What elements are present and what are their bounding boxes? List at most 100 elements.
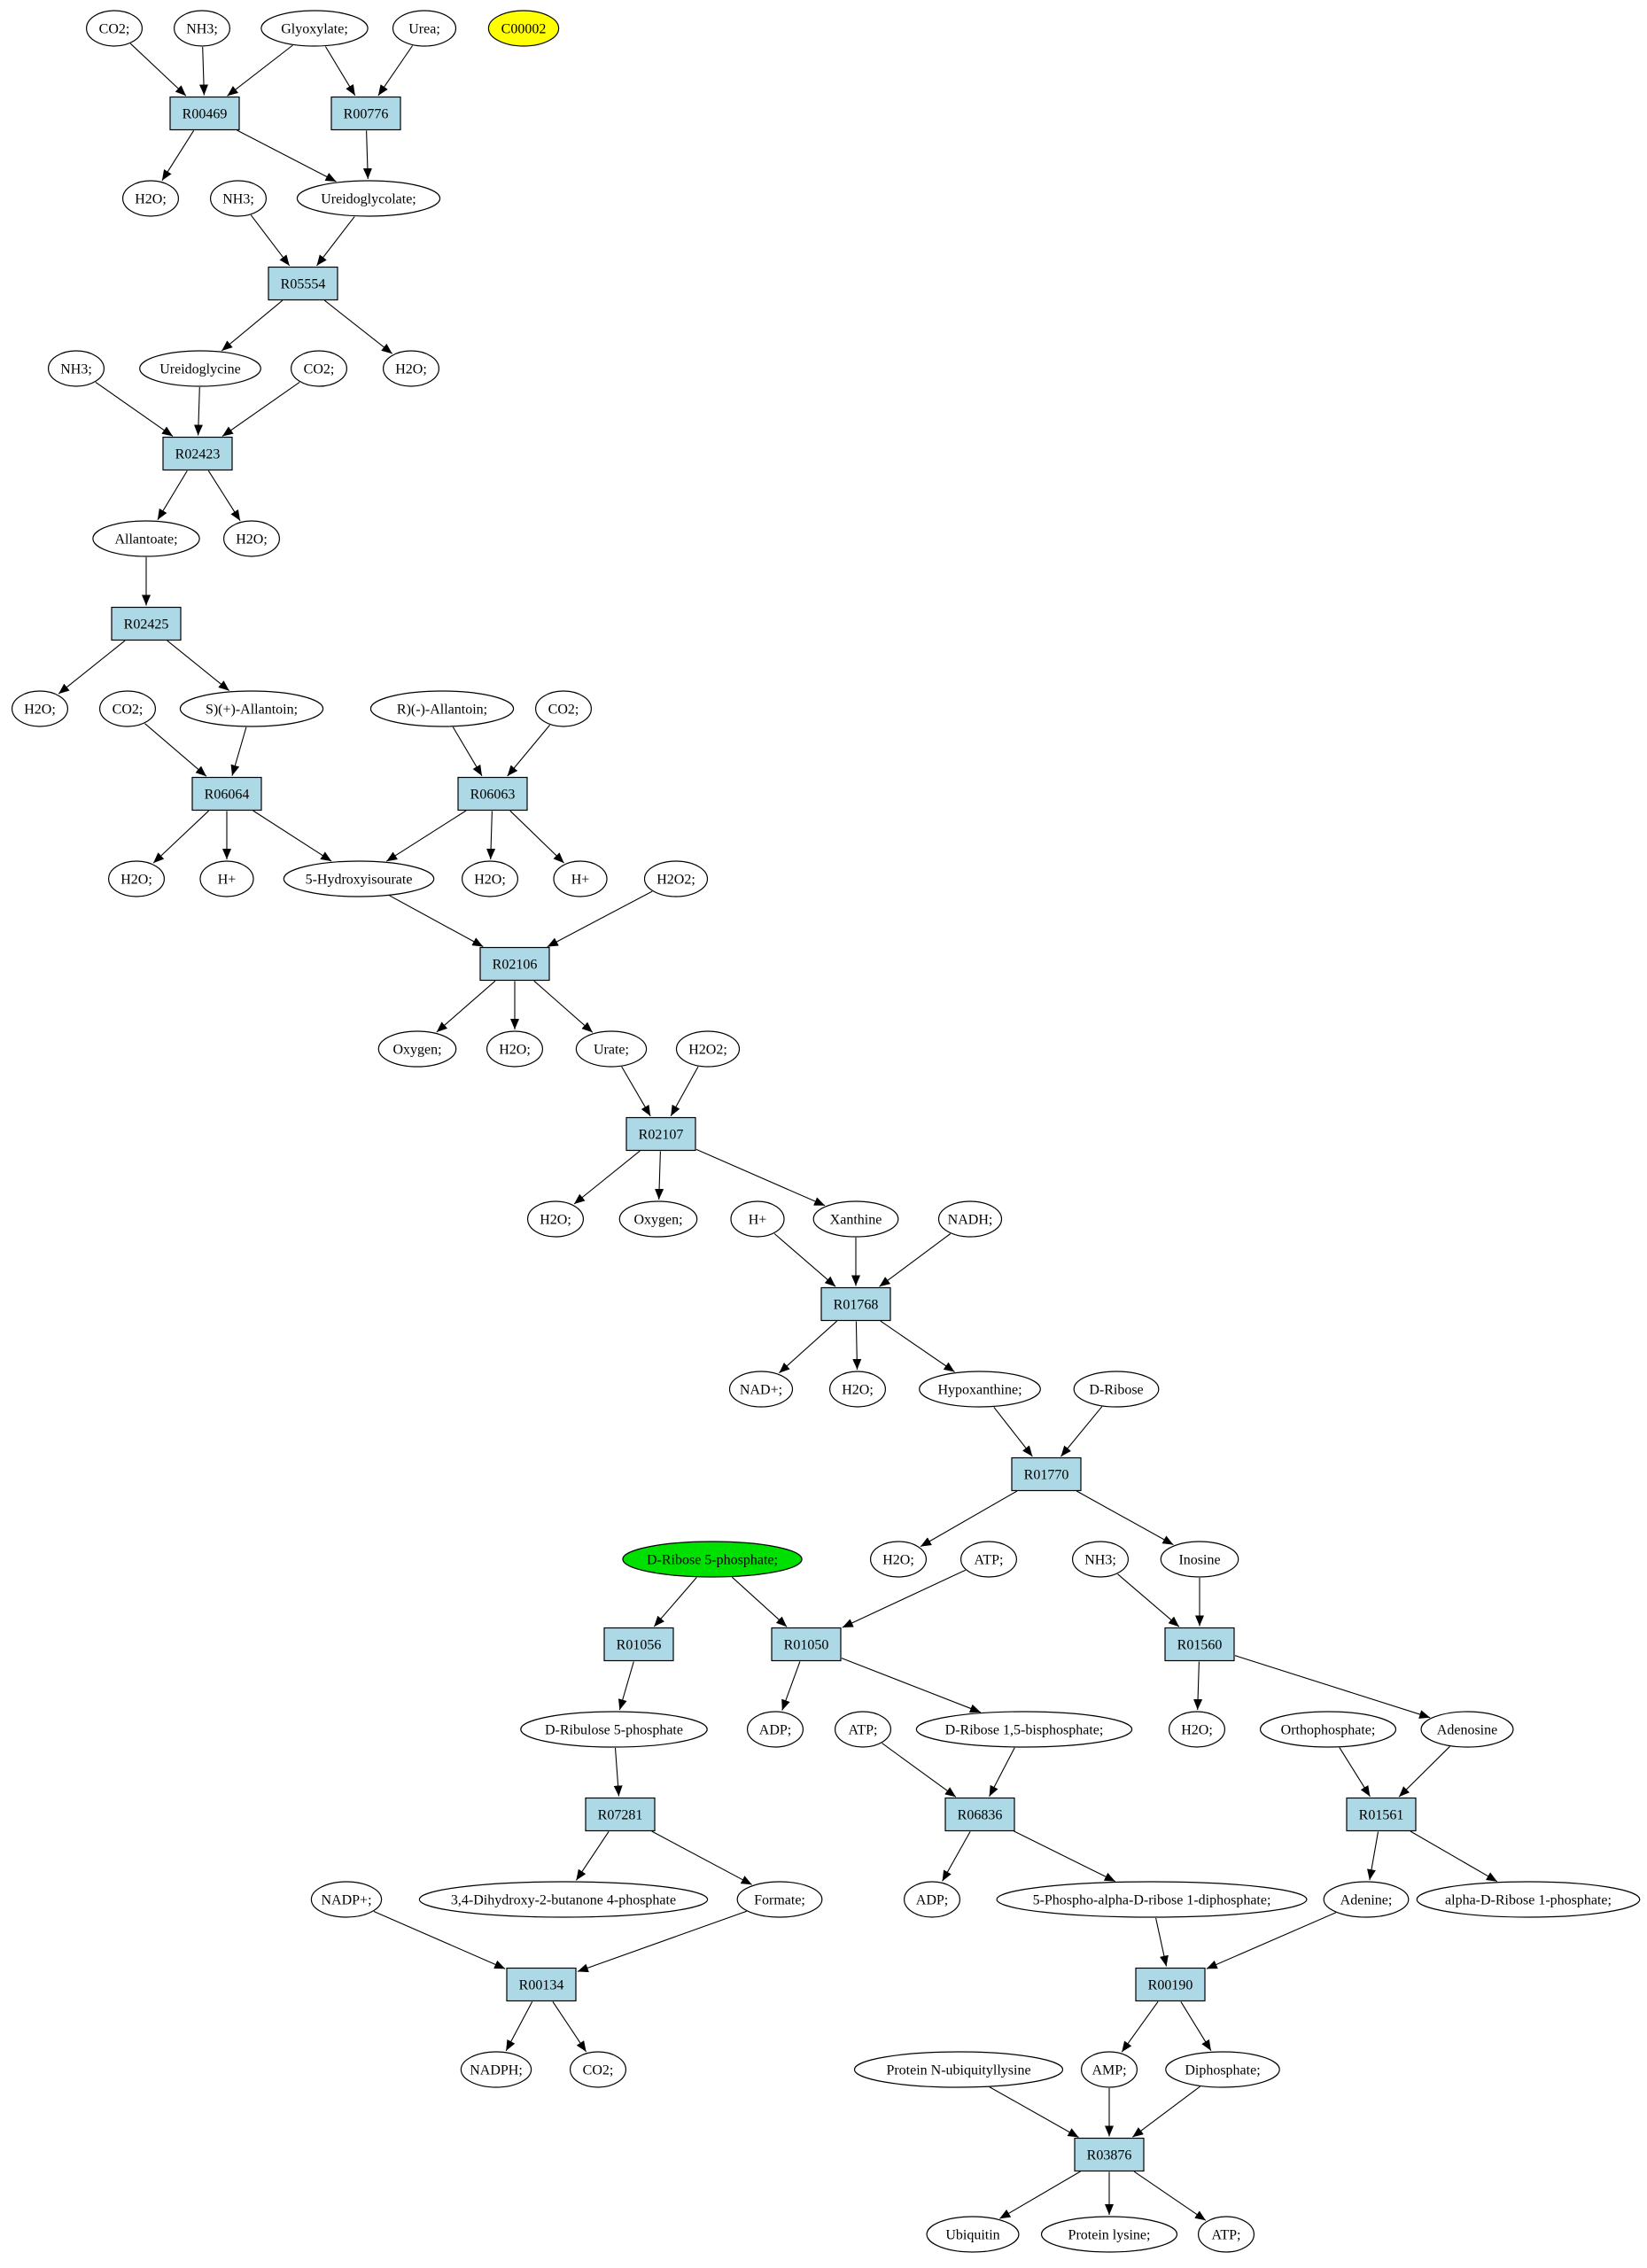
node-label-R01770: R01770 xyxy=(1024,1468,1069,1483)
compound-node-r1p: alpha-D-Ribose 1-phosphate; xyxy=(1416,1881,1641,1918)
compound-shape xyxy=(526,1200,584,1238)
node-label-R03876: R03876 xyxy=(1087,2148,1132,2163)
compound-node-h2o_2: H2O; xyxy=(383,350,440,387)
edge-R00469-to-h2o_1 xyxy=(161,130,195,182)
edge-formate-to-R00134 xyxy=(577,1910,747,1973)
compound-shape xyxy=(869,1541,927,1578)
reaction-node-R01050: R01050 xyxy=(771,1627,842,1662)
compound-node-nadpplus: NADP+; xyxy=(310,1881,383,1918)
edge-R06064-to-h2o_5 xyxy=(152,810,209,864)
compound-node-nadph: NADPH; xyxy=(460,2051,532,2088)
node-label-h2o_8: H2O; xyxy=(540,1213,571,1228)
node-label-co2_2: CO2; xyxy=(304,362,335,377)
node-label-c00002: C00002 xyxy=(501,22,547,37)
compound-node-co2_2: CO2; xyxy=(291,350,348,387)
edge-r5p-to-R01050 xyxy=(731,1576,788,1627)
compound-shape xyxy=(199,860,254,897)
node-label-nadpplus: NADP+; xyxy=(321,1893,371,1908)
compound-shape xyxy=(85,10,143,47)
reaction-node-R02425: R02425 xyxy=(111,606,182,641)
compound-shape xyxy=(553,860,608,897)
compound-node-ureidoglycolate: Ureidoglycolate; xyxy=(296,180,441,217)
reaction-node-R01561: R01561 xyxy=(1346,1797,1417,1832)
compound-node-atp_3: ATP; xyxy=(1197,2216,1255,2253)
node-label-urea: Urea; xyxy=(408,22,440,37)
node-label-nadplus: NAD+; xyxy=(740,1383,782,1398)
compound-node-ubiquitin: Ubiquitin xyxy=(926,2216,1020,2253)
compound-node-h2o_11: H2O; xyxy=(1168,1711,1225,1748)
compound-node-inosine: Inosine xyxy=(1160,1541,1239,1578)
compound-node-r_allantoin: R)(-)-Allantoin; xyxy=(369,690,515,727)
node-label-R06064: R06064 xyxy=(205,788,250,803)
compound-shape xyxy=(1416,1881,1641,1918)
node-label-R00776: R00776 xyxy=(344,107,389,122)
compound-shape xyxy=(919,1371,1041,1408)
edge-R02423-to-h2o_3 xyxy=(207,470,241,522)
reaction-node-R00190: R00190 xyxy=(1135,1967,1206,2002)
compound-shape xyxy=(903,1881,960,1918)
reaction-shape xyxy=(944,1797,1015,1832)
compound-node-allantoate: Allantoate; xyxy=(92,520,200,557)
compound-shape xyxy=(1197,2216,1255,2253)
reaction-shape xyxy=(268,266,338,301)
edge-nh3_1-to-R00469 xyxy=(199,46,209,96)
edge-nh3_2-to-R05554 xyxy=(250,214,291,267)
compound-shape xyxy=(730,1200,785,1238)
compound-shape xyxy=(291,350,348,387)
compound-node-atp_1: ATP; xyxy=(959,1541,1017,1578)
node-label-R01768: R01768 xyxy=(834,1298,879,1313)
compound-shape xyxy=(520,1711,708,1748)
edge-co2_1-to-R00469 xyxy=(129,43,187,97)
compound-shape xyxy=(179,690,324,727)
node-label-h2o_5: H2O; xyxy=(120,873,152,888)
node-label-nh3_3: NH3; xyxy=(60,362,92,377)
reaction-node-R01560: R01560 xyxy=(1164,1627,1235,1662)
reaction-shape xyxy=(191,776,262,812)
edge-R00134-to-nadph xyxy=(505,2001,533,2052)
compound-shape xyxy=(223,520,281,557)
compound-shape xyxy=(486,1030,543,1068)
edge-glyoxylate-to-R00469 xyxy=(227,44,293,97)
node-label-xanthine: Xanthine xyxy=(830,1213,882,1228)
node-label-R06063: R06063 xyxy=(470,788,516,803)
compound-shape xyxy=(1160,1541,1239,1578)
node-label-h2o2_2: H2O2; xyxy=(688,1043,727,1058)
node-label-h2o_1: H2O; xyxy=(135,192,167,207)
node-label-co2_5: CO2; xyxy=(583,2063,614,2078)
edge-urea-to-R00776 xyxy=(377,45,414,97)
compound-node-prpp: 5-Phospho-alpha-D-ribose 1-diphosphate; xyxy=(996,1881,1308,1918)
edge-glyoxylate-to-R00776 xyxy=(324,46,356,97)
node-label-R07281: R07281 xyxy=(598,1808,643,1823)
compound-shape xyxy=(260,10,369,47)
reaction-shape xyxy=(625,1116,696,1152)
node-label-hiu: 5-Hydroxyisourate xyxy=(306,873,413,888)
node-label-h2o_11: H2O; xyxy=(1181,1723,1213,1738)
node-label-s_allantoin: S)(+)-Allantoin; xyxy=(206,703,298,718)
reaction-node-R02106: R02106 xyxy=(479,946,550,982)
edge-R01561-to-adenine xyxy=(1367,1831,1379,1881)
compound-shape xyxy=(569,2051,626,2088)
compound-node-h2o_1: H2O; xyxy=(122,180,180,217)
compound-node-hypoxanthine: Hypoxanthine; xyxy=(919,1371,1041,1408)
node-label-R02107: R02107 xyxy=(639,1128,684,1143)
edge-R05554-to-h2o_2 xyxy=(323,299,393,354)
node-label-ureidoglycolate: Ureidoglycolate; xyxy=(321,192,416,207)
compound-shape xyxy=(926,2216,1020,2253)
compound-node-co2_3: CO2; xyxy=(98,690,156,727)
edge-R00134-to-co2_5 xyxy=(552,2000,587,2053)
compound-node-nadplus: NAD+; xyxy=(728,1371,794,1408)
compound-shape xyxy=(1040,2216,1178,2253)
edge-R06063-to-hplus_2 xyxy=(509,810,564,864)
node-label-allantoate: Allantoate; xyxy=(114,532,177,548)
reaction-shape xyxy=(169,96,240,131)
compound-node-h2o_9: H2O; xyxy=(828,1371,886,1408)
edge-d_ribose-to-R01770 xyxy=(1060,1406,1103,1457)
node-label-h2o_10: H2O; xyxy=(882,1553,914,1568)
node-label-prpp: 5-Phospho-alpha-D-ribose 1-diphosphate; xyxy=(1033,1893,1271,1908)
edge-R03876-to-atp_3 xyxy=(1133,2171,1207,2221)
node-label-r_allantoin: R)(-)-Allantoin; xyxy=(397,703,487,718)
edge-nadh-to-R01768 xyxy=(879,1233,952,1287)
node-label-nadh: NADH; xyxy=(948,1213,993,1228)
compound-shape xyxy=(996,1881,1308,1918)
compound-node-nadh: NADH; xyxy=(937,1200,1003,1238)
